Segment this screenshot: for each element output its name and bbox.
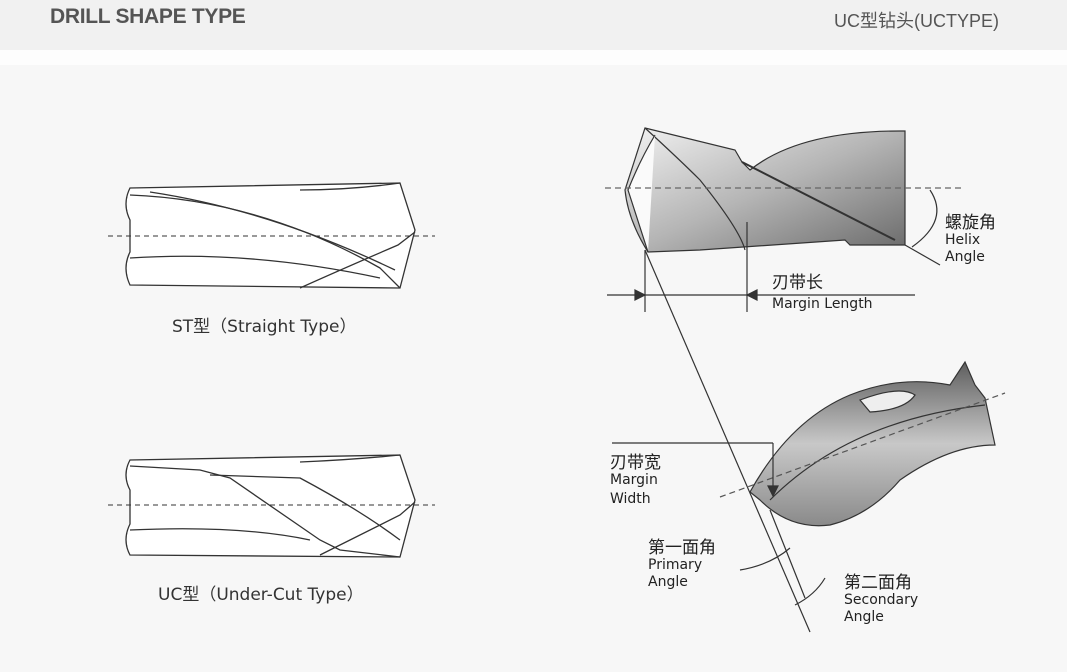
margin-length-cn: 刃带长: [772, 273, 823, 293]
page-subtitle: UC型钻头(UCTYPE): [834, 11, 999, 31]
primary-angle-en2: Angle: [648, 574, 688, 590]
margin-width-en2: Width: [610, 491, 651, 507]
helix-angle-en2: Angle: [945, 249, 985, 265]
uc-type-label: UC型（Under-Cut Type）: [158, 585, 364, 605]
uc-drill-side-view: [605, 127, 965, 633]
margin-length-en: Margin Length: [772, 296, 873, 312]
secondary-angle-cn: 第二面角: [844, 573, 912, 593]
margin-width-cn: 刃带宽: [610, 453, 661, 473]
helix-angle-en1: Helix: [945, 232, 981, 248]
page-title: DRILL SHAPE TYPE: [50, 5, 246, 28]
header-bar: DRILL SHAPE TYPE UC型钻头(UCTYPE): [0, 0, 1067, 50]
secondary-angle-en2: Angle: [844, 609, 884, 625]
uc-drill-drawing: [108, 454, 435, 558]
secondary-angle-en1: Secondary: [844, 592, 919, 608]
margin-width-en1: Margin: [610, 472, 658, 488]
uc-drill-tip-view: [612, 360, 1006, 606]
primary-angle-en1: Primary: [648, 557, 703, 573]
st-type-label: ST型（Straight Type）: [172, 317, 357, 337]
helix-angle-cn: 螺旋角: [945, 213, 996, 233]
st-drill-drawing: [108, 182, 435, 289]
primary-angle-cn: 第一面角: [648, 538, 716, 558]
header-divider: [0, 50, 1067, 65]
